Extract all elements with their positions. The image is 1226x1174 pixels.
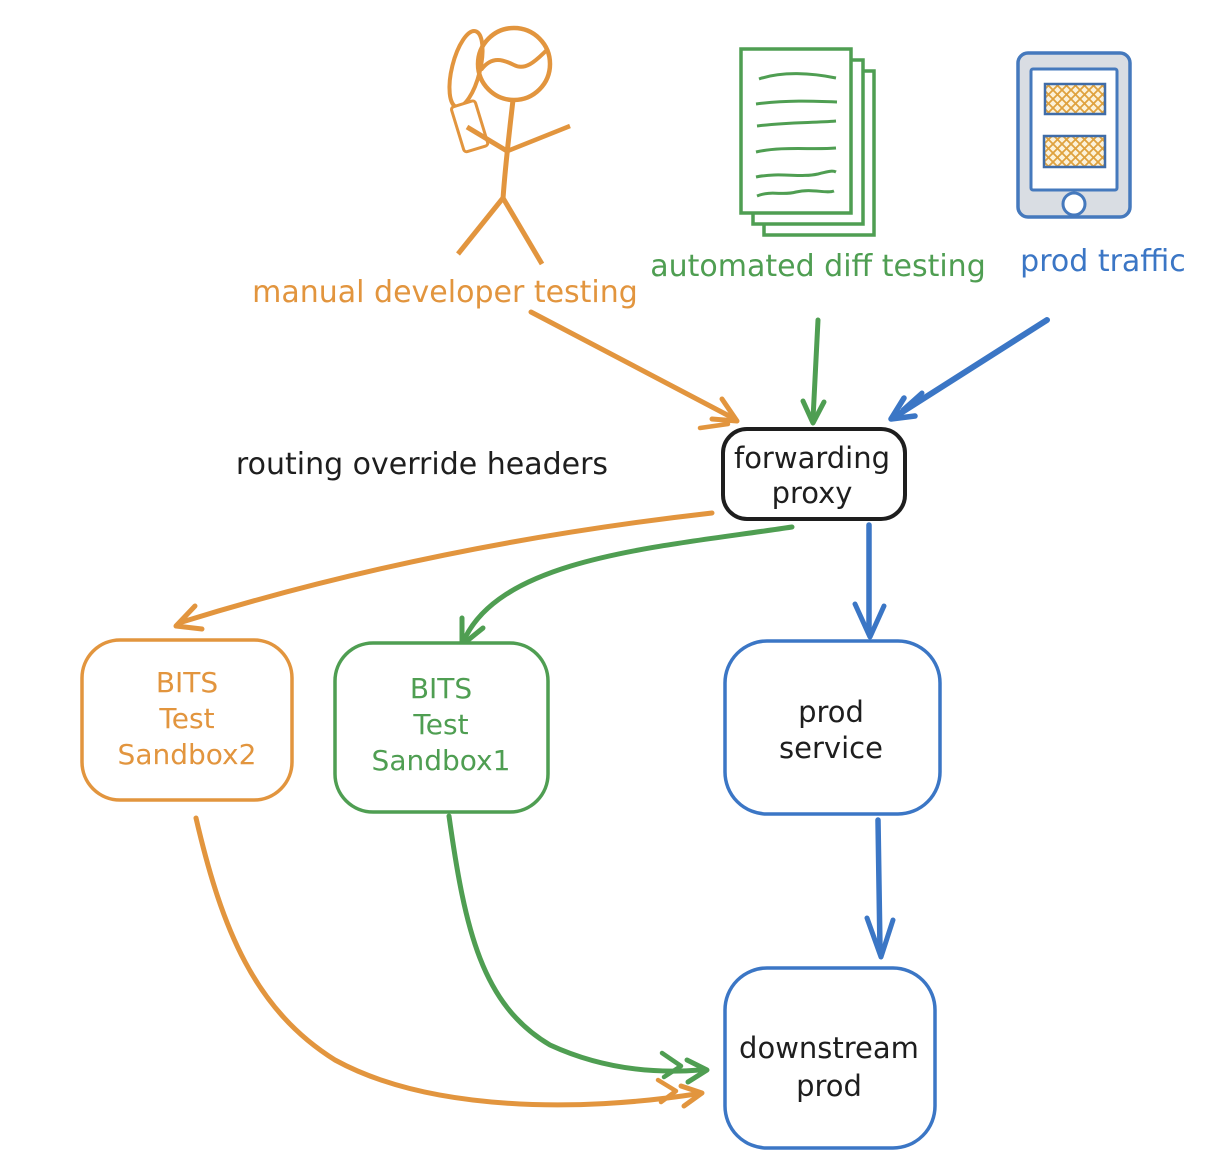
downstream-prod-line2: prod — [796, 1069, 862, 1103]
arrow-sandbox2-to-downstream — [193, 815, 705, 1109]
label-prod-traffic: prod traffic — [1020, 244, 1186, 279]
node-prod-service: prod service — [723, 639, 942, 816]
prod-service-line1: prod — [798, 695, 864, 729]
label-automated-diff-testing: automated diff testing — [650, 249, 986, 284]
forwarding-proxy-box — [721, 427, 907, 521]
arrow-manual-to-proxy — [528, 309, 740, 431]
forwarding-proxy-line2: proxy — [772, 476, 853, 510]
sandbox2-line2: Test — [158, 702, 214, 735]
tablet-content-block-1 — [1043, 82, 1107, 116]
person-icon — [447, 25, 571, 266]
forwarding-proxy-line1: forwarding — [734, 441, 890, 475]
arrow-sandbox1-to-downstream — [446, 813, 710, 1085]
node-bits-test-sandbox1: BITS Test Sandbox1 — [333, 641, 550, 814]
sandbox2-line1: BITS — [156, 666, 218, 699]
tablet-home-button — [1061, 191, 1087, 217]
arrow-prod-traffic-to-proxy — [888, 317, 1050, 422]
downstream-prod-box — [723, 966, 937, 1150]
arrow-proxy-to-sandbox2 — [173, 510, 715, 632]
node-forwarding-proxy: forwarding proxy — [721, 427, 907, 521]
sandbox1-box — [333, 641, 550, 814]
sandbox1-line2: Test — [412, 708, 468, 741]
sandbox2-line3: Sandbox2 — [118, 738, 257, 771]
sandbox1-line3: Sandbox1 — [372, 744, 511, 777]
arrow-automated-to-proxy — [800, 317, 827, 426]
prod-service-box — [723, 639, 942, 816]
node-bits-test-sandbox2: BITS Test Sandbox2 — [80, 638, 294, 802]
prod-service-line2: service — [779, 731, 883, 765]
node-downstream-prod: downstream prod — [723, 966, 937, 1150]
label-manual-developer-testing: manual developer testing — [252, 275, 638, 310]
arrow-proxy-to-prod-service — [852, 522, 887, 640]
tablet-icon — [1016, 51, 1132, 219]
sandbox2-box — [80, 638, 294, 802]
arrow-prod-service-to-downstream — [864, 817, 896, 960]
sandbox1-line1: BITS — [410, 672, 472, 705]
documents-icon — [739, 47, 876, 237]
tablet-content-block-2 — [1042, 134, 1107, 169]
label-routing-override-headers: routing override headers — [236, 447, 608, 482]
downstream-prod-line1: downstream — [739, 1031, 919, 1065]
